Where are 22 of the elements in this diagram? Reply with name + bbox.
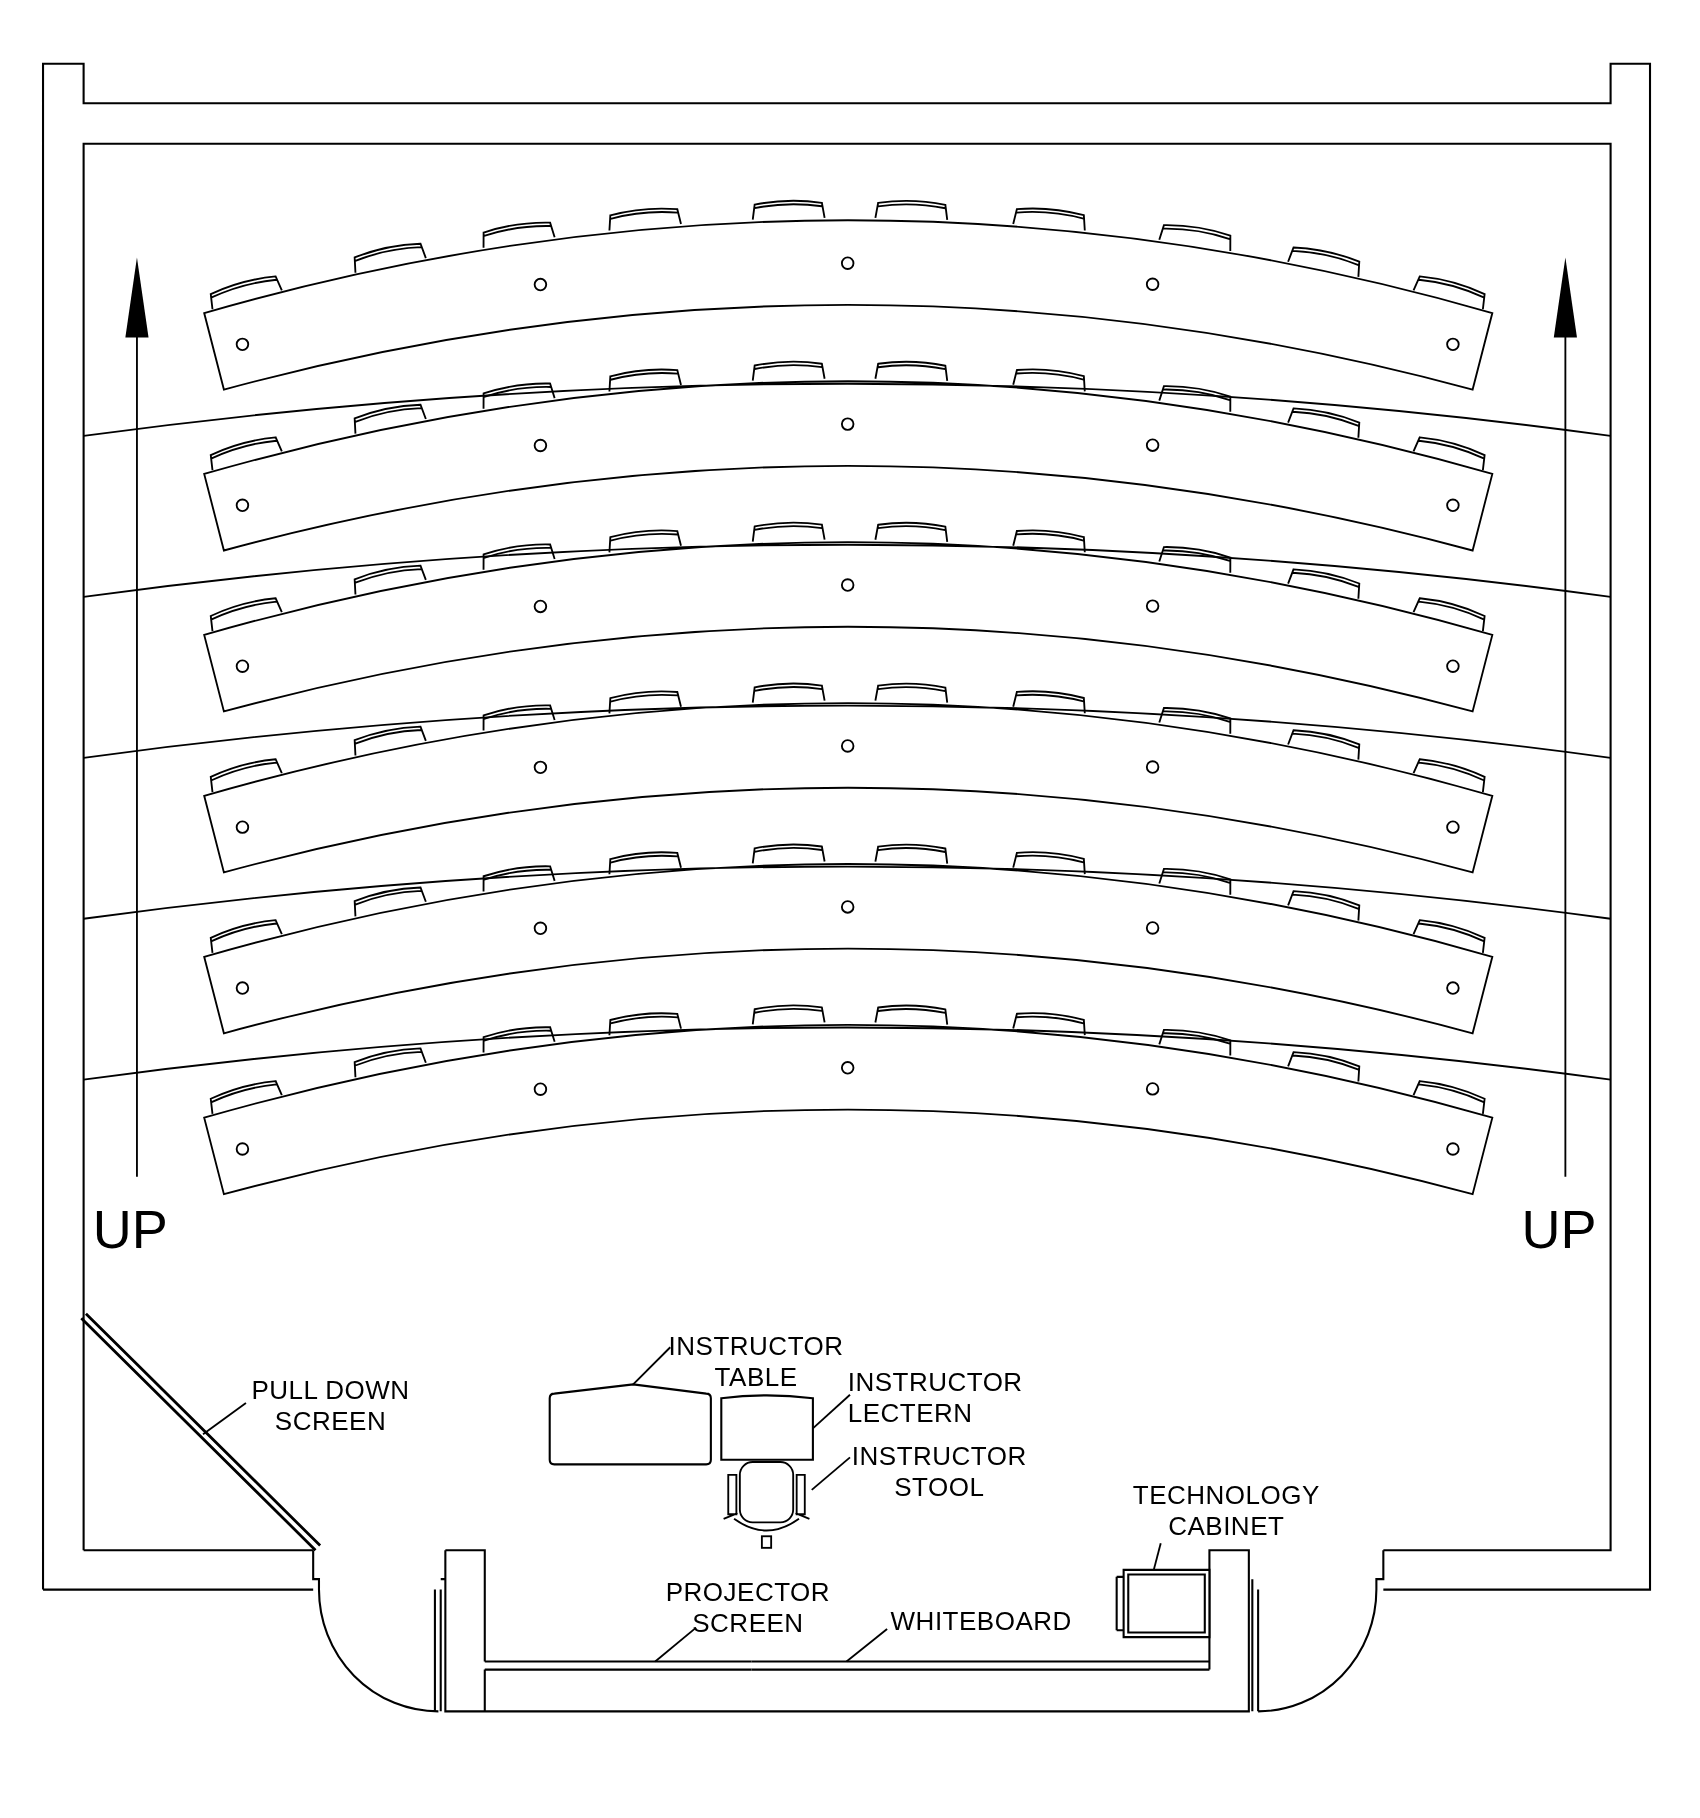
callout-label: INSTRUCTOR STOOL [850, 1441, 1028, 1504]
leader-line [811, 1393, 851, 1430]
projector-screen [483, 1660, 753, 1671]
callout-label: INSTRUCTOR TABLE [667, 1331, 845, 1394]
leader-line [1152, 1542, 1162, 1571]
whiteboard [750, 1660, 1211, 1671]
leader-line [202, 1402, 247, 1436]
instructor-table [548, 1383, 712, 1466]
callout-label: PULL DOWN SCREEN [250, 1375, 411, 1438]
callout-label: PROJECTOR SCREEN [664, 1577, 832, 1640]
stool-drawing [722, 1461, 811, 1549]
direction-label: UP [92, 1199, 168, 1260]
callout-label: INSTRUCTOR LECTERN [847, 1367, 1024, 1430]
callout-label: TECHNOLOGY CABINET [1131, 1479, 1321, 1542]
direction-label: UP [1521, 1199, 1597, 1260]
leader-line [810, 1456, 851, 1491]
leader-line [845, 1628, 889, 1663]
technology-cabinet [1115, 1568, 1211, 1639]
lectern [720, 1394, 814, 1461]
leader-line [654, 1626, 697, 1663]
leader-line [632, 1346, 672, 1386]
callout-label: WHITEBOARD [890, 1606, 1073, 1638]
